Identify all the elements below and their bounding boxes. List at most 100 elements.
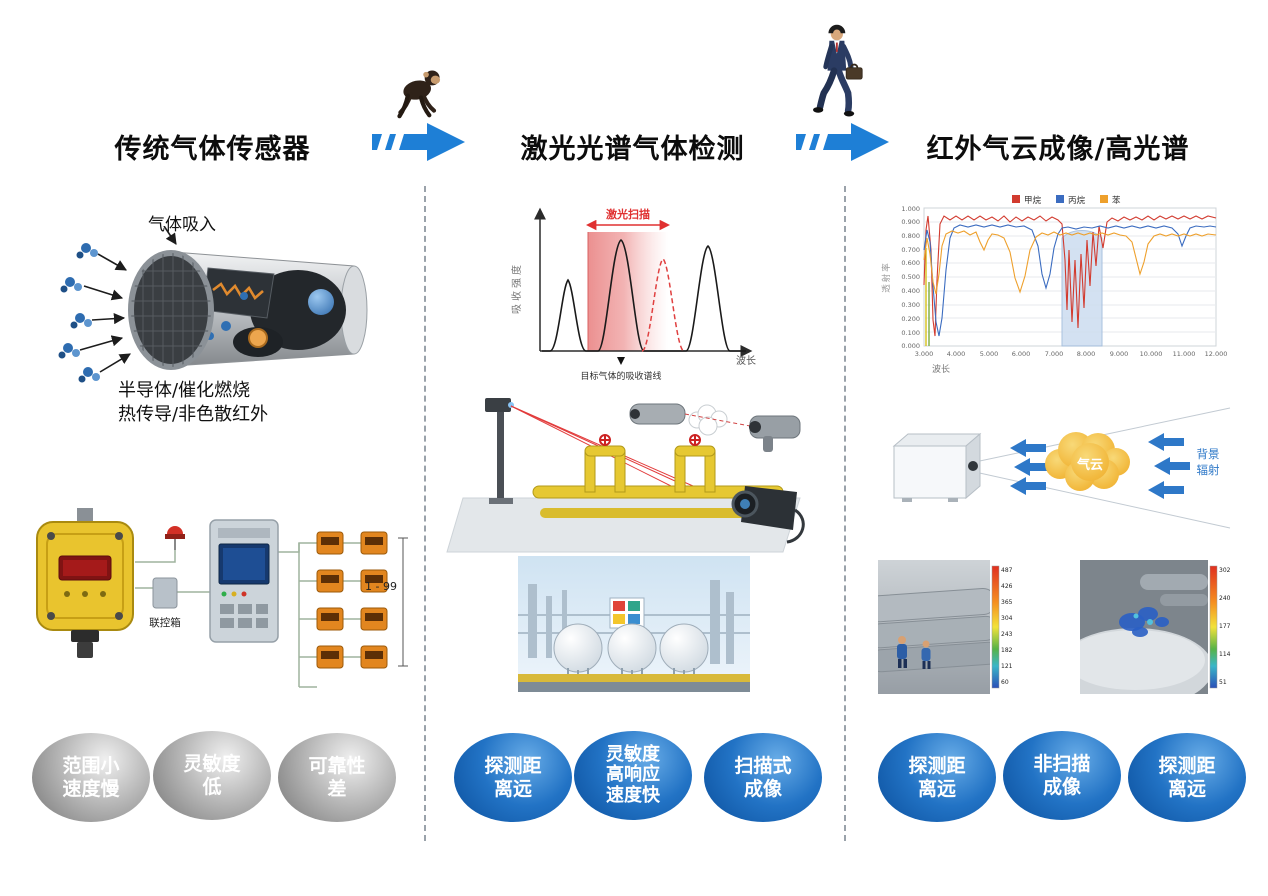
gas-pipes: [532, 434, 784, 518]
svg-text:背景: 背景: [1197, 447, 1220, 461]
bubble-line: 低: [202, 775, 222, 798]
control-panel: [209, 519, 279, 643]
svg-text:11.000: 11.000: [1173, 350, 1196, 358]
limitation-bubble: 范围小 速度慢: [32, 733, 150, 822]
y-tick-labels: 1.000 0.900 0.800 0.700 0.600 0.500 0.40…: [901, 205, 920, 350]
svg-text:0.100: 0.100: [901, 329, 920, 337]
svg-text:114: 114: [1219, 651, 1231, 658]
series-methane: [923, 215, 1217, 337]
transmittance-chart: 甲烷 丙烷 苯 1.000 0.900 0.800 0.700: [881, 195, 1228, 375]
walking-businessman-icon: [813, 24, 863, 117]
detector-system-schematic: 联控箱 1 - 99: [36, 508, 408, 688]
bubble-line: 速度快: [606, 784, 660, 806]
svg-text:182: 182: [1001, 647, 1013, 654]
gas-intake-label: 气体吸入: [148, 215, 216, 235]
bubble-line: 范围小: [62, 755, 120, 778]
svg-text:0.000: 0.000: [901, 342, 920, 350]
svg-text:5.000: 5.000: [980, 350, 999, 358]
bubble-line: 差: [327, 777, 347, 800]
svg-text:4.000: 4.000: [947, 350, 966, 358]
bubble-line: 高响应: [606, 764, 660, 786]
gas-cloud-imaging-diagram: 气云 背景 辐射: [892, 407, 1231, 529]
advantage-bubble: 探测距 离远: [1128, 733, 1246, 822]
advantage-bubble: 扫描式 成像: [704, 733, 822, 822]
svg-text:0.200: 0.200: [901, 315, 920, 323]
alarm-beacon: [165, 526, 185, 550]
spherical-tanks: [553, 623, 709, 678]
worker-figures: [897, 636, 931, 669]
laser-absorption-chart: 吸收强度 激光扫描 目标气体的吸收谱线 波长: [510, 207, 756, 382]
limitation-bubble: 灵敏度 低: [153, 731, 271, 820]
y-axis-label: 吸收强度: [510, 262, 523, 314]
bubble-line: 灵敏度: [183, 753, 241, 776]
svg-text:0.500: 0.500: [901, 273, 920, 281]
thermal-image-right: 302 240 177 114 51: [1080, 560, 1232, 694]
svg-text:0.800: 0.800: [901, 232, 920, 240]
tank-scene: [1080, 574, 1208, 694]
gas-detector-device: [36, 508, 134, 658]
count-bracket: [398, 537, 408, 667]
gas-molecules: [58, 243, 100, 383]
svg-text:10.000: 10.000: [1140, 350, 1163, 358]
bubble-line: 可靠性: [308, 755, 366, 778]
thermal-image-left: 487 426 365 304 243 182 121 60: [878, 560, 1014, 694]
infrared-imager: [892, 432, 982, 502]
column-separator: [844, 186, 846, 841]
advantage-bubble: 探测距 离远: [454, 733, 572, 822]
svg-text:302: 302: [1219, 567, 1231, 574]
svg-text:365: 365: [1001, 599, 1013, 606]
bubble-line: 探测距: [484, 755, 542, 778]
background-radiation-label: 背景 辐射: [1197, 447, 1220, 477]
bubble-line: 离远: [1167, 777, 1206, 800]
color-scale-bar: [991, 565, 1000, 689]
bubble-line: 成像: [743, 777, 782, 800]
svg-text:辐射: 辐射: [1197, 463, 1220, 477]
svg-text:0.400: 0.400: [901, 287, 920, 295]
svg-text:3.000: 3.000: [915, 350, 934, 358]
bubble-line: 探测距: [1158, 755, 1216, 778]
svg-text:0.300: 0.300: [901, 301, 920, 309]
cloud-label: 气云: [1077, 457, 1103, 473]
target-marker: [617, 357, 625, 365]
svg-text:240: 240: [1219, 595, 1231, 602]
column-title-laser: 激光光谱气体检测: [520, 134, 745, 165]
refinery-photo: [518, 556, 750, 692]
svg-text:304: 304: [1001, 615, 1013, 622]
x-tick-labels: 3.000 4.000 5.000 6.000 7.000 8.000 9.00…: [915, 350, 1228, 358]
svg-text:8.000: 8.000: [1077, 350, 1096, 358]
color-scale-labels: 487 426 365 304 243 182 121 60: [1001, 567, 1013, 686]
wiring: [135, 542, 361, 688]
x-axis-label: 波长: [736, 354, 756, 367]
imaging-camera: [731, 486, 805, 544]
pipes: [878, 588, 1001, 673]
evolution-arrow-icon: [372, 123, 465, 161]
svg-text:60: 60: [1001, 679, 1009, 686]
laser-scan-band: [588, 232, 668, 351]
controller-label: 联控箱: [149, 616, 181, 629]
handheld-detector: [749, 415, 801, 452]
svg-text:243: 243: [1001, 631, 1013, 638]
gas-cloud: 气云: [1045, 432, 1130, 491]
svg-text:12.000: 12.000: [1205, 350, 1228, 358]
bubble-line: 离远: [493, 777, 532, 800]
sensor-illustration: [58, 226, 368, 383]
svg-text:7.000: 7.000: [1045, 350, 1064, 358]
advantage-bubble: 探测距 离远: [878, 733, 996, 822]
legend-label: 甲烷: [1024, 195, 1042, 206]
count-label: 1 - 99: [365, 580, 397, 593]
series-benzene: [923, 230, 1217, 295]
intake-arrows: [79, 226, 177, 373]
svg-text:121: 121: [1001, 663, 1013, 670]
bubble-line: 扫描式: [734, 755, 792, 778]
laser-scan-label: 激光扫描: [606, 207, 650, 221]
colorful-sign: [609, 597, 645, 629]
svg-text:6.000: 6.000: [1012, 350, 1031, 358]
column-separator: [424, 186, 426, 841]
bubble-line: 速度慢: [62, 777, 120, 800]
column-title-traditional: 传统气体传感器: [114, 134, 311, 165]
svg-text:51: 51: [1219, 679, 1227, 686]
svg-text:0.900: 0.900: [901, 218, 920, 226]
column-title-infrared: 红外气云成像/高光谱: [926, 134, 1190, 165]
advantage-bubble: 灵敏度 高响应 速度快: [574, 731, 692, 820]
